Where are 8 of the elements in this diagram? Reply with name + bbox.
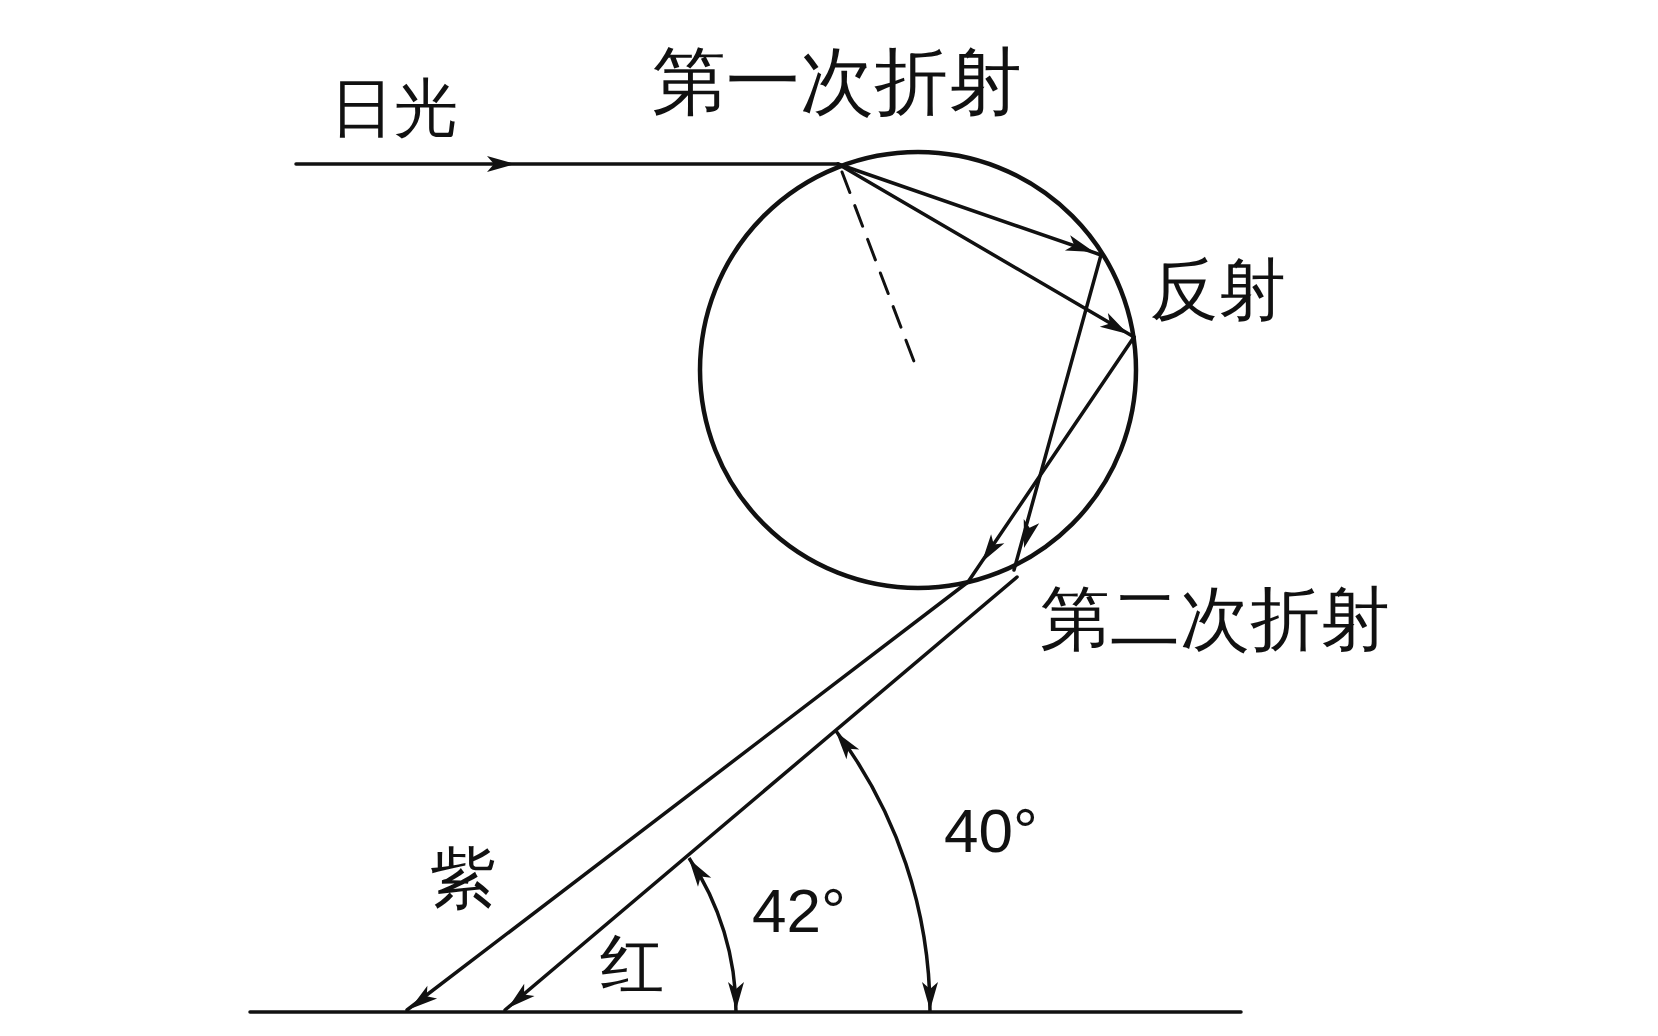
angle-label: 42°	[752, 880, 846, 942]
refraction-label: 第二次折射	[1040, 584, 1390, 654]
refraction-label: 第一次折射	[652, 44, 1022, 118]
sunlight-label: 日光	[330, 76, 458, 140]
angle-label: 40°	[944, 800, 1038, 862]
color-label: 紫	[430, 846, 496, 912]
reflection-label: 反射	[1150, 256, 1286, 324]
color-label: 红	[600, 932, 664, 996]
